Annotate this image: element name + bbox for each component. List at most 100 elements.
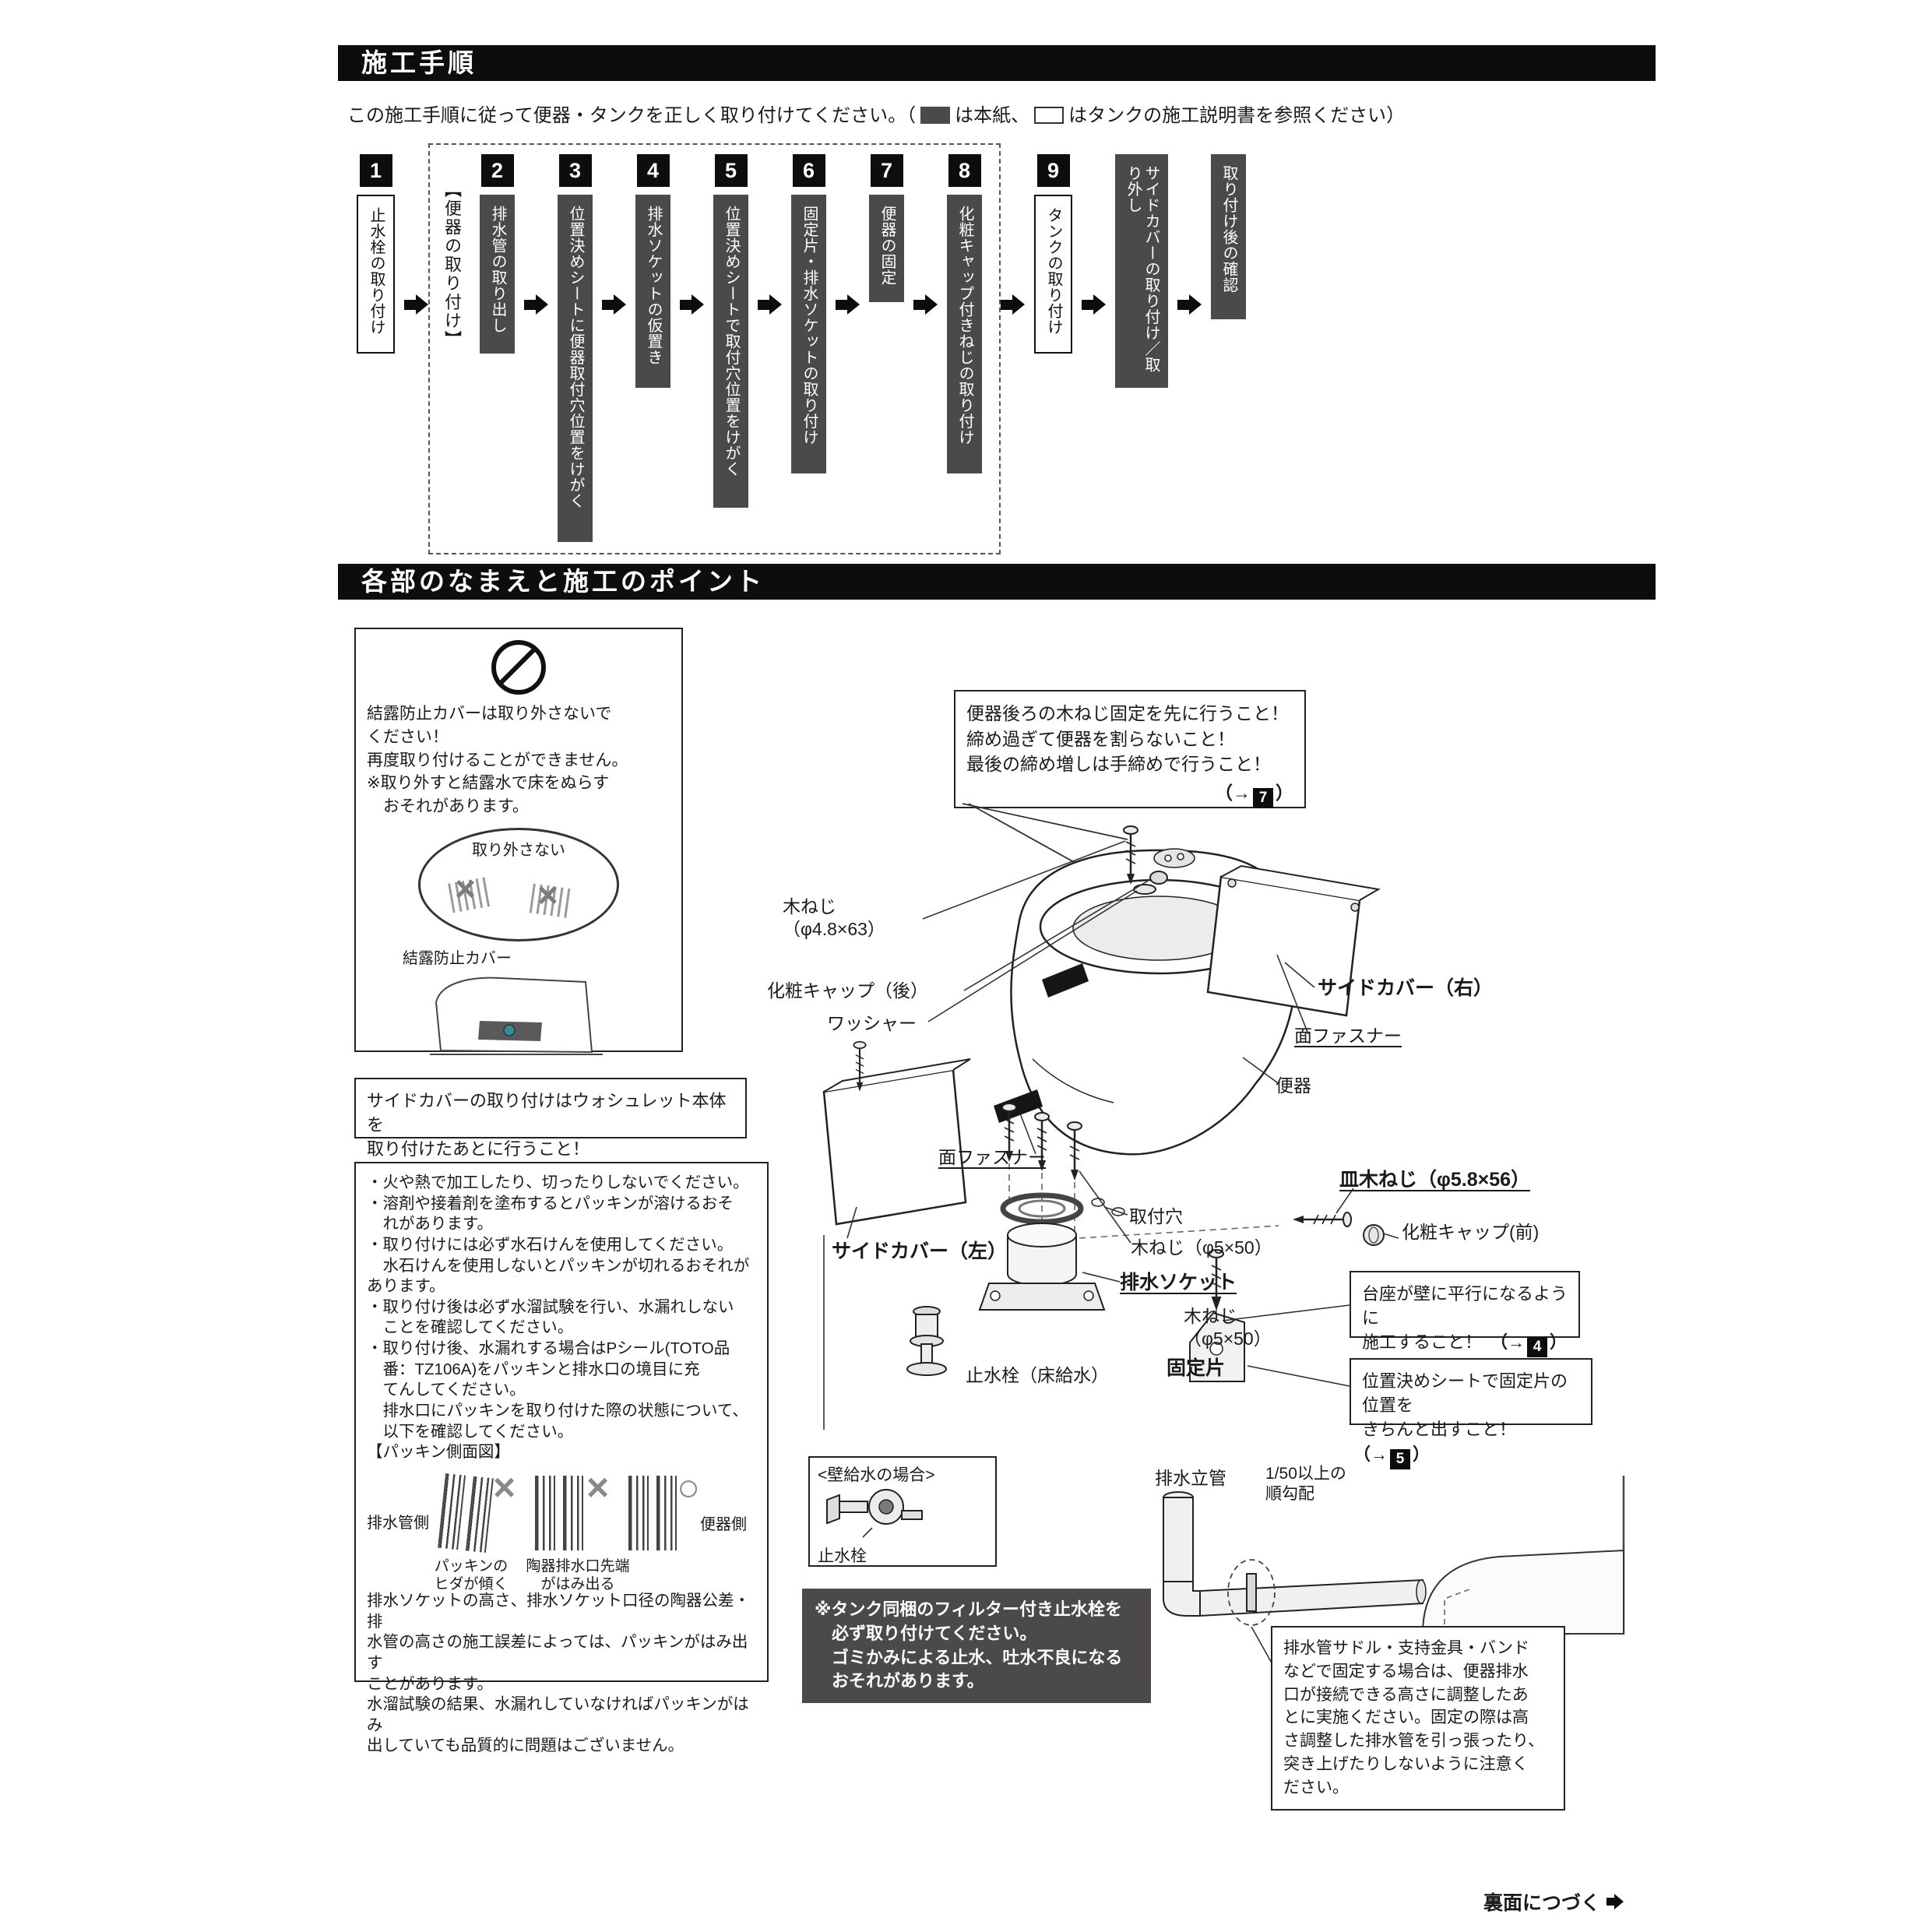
label-wood-screw-rear: 木ねじ （φ4.8×63）: [783, 896, 885, 939]
seat-position-callout: 位置決めシートで固定片の位置を きちんと出すこと！ （→5）: [1350, 1358, 1592, 1469]
step-ref-number: 4: [1527, 1337, 1548, 1358]
step-number: 3: [558, 154, 592, 187]
precautions-tail: 排水ソケットの高さ、排水ソケット口径の陶器公差・排 水管の高さの施工誤差によって…: [367, 1591, 750, 1755]
packing-caption-2: 陶器排水口先端 がはみ出る: [526, 1557, 630, 1592]
label-leader-lines: [823, 840, 1399, 1430]
step-label: 固定片・排水ソケットの取り付け: [791, 195, 826, 473]
paren-open: （: [1499, 1332, 1508, 1353]
paren-close: ）: [1413, 1444, 1431, 1464]
label-cap-front: 化粧キャップ(前): [1402, 1222, 1540, 1242]
paren-close: ）: [1276, 782, 1293, 803]
legend-dark-swatch: [920, 107, 951, 124]
drain-pipe-illustration: [1163, 1476, 1625, 1666]
flow-step-extra-9: サイドカバーの取り付け／取り外し: [1115, 154, 1168, 388]
step-label: タンクの取り付け: [1034, 195, 1072, 354]
side-cover-note-box: サイドカバーの取り付けはウォシュレット本体を 取り付けたあとに行うこと！: [354, 1078, 747, 1159]
seat-position-text: 位置決めシートで固定片の位置を きちんと出すこと！: [1362, 1371, 1568, 1440]
precautions-box: ・火や熱で加工したり、切ったりしないでください。 ・溶剤や接着剤を塗布するとパッ…: [354, 1162, 769, 1754]
step-number: 4: [636, 154, 670, 187]
flow-step-4: 4 排水ソケットの仮置き: [635, 154, 670, 388]
intro-mid: は本紙、: [955, 105, 1030, 126]
label-flat-screw: 皿木ねじ（φ5.8×56）: [1339, 1169, 1531, 1191]
arrow-right-icon: →: [1371, 1444, 1388, 1464]
toilet-base-sketch: [430, 977, 603, 1056]
ng-mark-icon: ×: [493, 1465, 516, 1509]
flow-arrow-icon: [836, 294, 860, 315]
intro-line: この施工手順に従って便器・タンクを正しく取り付けてください。（ は本紙、 はタンクの…: [347, 100, 1405, 127]
flow-step-9: 9 タンクの取り付け: [1034, 154, 1072, 354]
do-not-remove-label: 取り外さない: [472, 842, 565, 860]
wall-supply-box: <壁給水の場合> 止水栓: [808, 1456, 997, 1567]
step-label: 止水栓の取り付け: [357, 195, 395, 354]
step-number: 8: [948, 154, 981, 187]
step-number: 5: [714, 154, 748, 187]
do-not-remove-illustration: 取り外さない × ×: [418, 828, 619, 942]
condensation-text: 結露防止カバーは取り外さないで ください！ 再度取り付けることができません。 ※…: [367, 705, 628, 816]
packing-sketch-3: [628, 1475, 677, 1550]
rear-screw-group: [1122, 825, 1168, 895]
section2-title: 各部のなまえと施工のポイント: [361, 567, 765, 596]
intro-post: はタンクの施工説明書を参照ください）: [1068, 105, 1406, 126]
paren-open: （: [1362, 1444, 1371, 1464]
flow-arrow-icon: [1001, 294, 1025, 315]
label-stop-valve-floor: 止水栓（床給水）: [966, 1365, 1109, 1385]
label-standpipe: 排水立管: [1155, 1468, 1226, 1488]
packing-figure-title: 【パッキン側面図】: [367, 1443, 510, 1462]
flow-step-5: 5 位置決めシートで取付穴位置をけがく: [713, 154, 748, 508]
pedestal-callout-text: 台座が壁に平行になるように 施工すること！: [1362, 1284, 1568, 1353]
pipe-fixing-note: 排水管サドル・支持金具・バンド などで固定する場合は、便器排水 口が接続できる高…: [1271, 1626, 1565, 1811]
label-fastener-left: 面ファスナー: [938, 1147, 1046, 1167]
step-number: 6: [792, 154, 825, 187]
packing-caption-1: パッキンの ヒダが傾く: [434, 1557, 509, 1592]
packing-figure: 排水管側 × × ○ 便器側 パッキンの ヒダが傾く 陶器排水口先端 がはみ出る: [367, 1465, 756, 1592]
intro-pre: この施工手順に従って便器・タンクを正しく取り付けてください。（: [347, 105, 917, 126]
wall-stop-valve-label: 止水栓: [818, 1547, 867, 1566]
flow-step-6: 6 固定片・排水ソケットの取り付け: [791, 154, 826, 473]
label-drain-socket: 排水ソケット: [1120, 1272, 1237, 1293]
flow-arrow-icon: [404, 294, 428, 315]
screw-order-ref: （→7）: [966, 780, 1293, 808]
label-cap-rear: 化粧キャップ（後）: [767, 980, 928, 1001]
label-toilet-side: 便器側: [700, 1515, 747, 1533]
prohibited-icon: [491, 640, 546, 695]
step-number: 2: [480, 154, 514, 187]
section1-title: 施工手順: [361, 48, 477, 77]
label-wood-screw-mid: 木ねじ（φ5×50）: [1131, 1237, 1272, 1258]
wall-supply-title: <壁給水の場合>: [818, 1466, 935, 1484]
label-fastener-right: 面ファスナー: [1294, 1026, 1402, 1046]
side-cover-left-shape: [822, 1058, 971, 1226]
flow-arrow-icon: [1082, 294, 1106, 315]
ng-mark-icon: ×: [586, 1465, 610, 1509]
label-wood-screw-fix: 木ねじ （φ5×50）: [1184, 1306, 1272, 1349]
arrow-right-icon: [1606, 1894, 1624, 1909]
step-label: 排水ソケットの仮置き: [635, 195, 670, 388]
step-number: 9: [1036, 154, 1070, 187]
section2-header: 各部のなまえと施工のポイント: [338, 564, 1656, 600]
flow-arrow-icon: [1177, 294, 1202, 315]
drain-socket-shape: [978, 1192, 1106, 1311]
legend-light-swatch: [1034, 107, 1065, 124]
step-label: 取り付け後の確認: [1211, 154, 1246, 319]
step-label: 便器の固定: [869, 195, 904, 302]
label-side-cover-left: サイドカバー（左）: [832, 1240, 1008, 1262]
side-cover-right-shape: [1206, 864, 1381, 1017]
label-washer: ワッシャー: [827, 1013, 917, 1033]
label-toilet: 便器: [1276, 1075, 1311, 1096]
toilet-parts-illustration: [822, 803, 1399, 1430]
side-cover-note-text: サイドカバーの取り付けはウォシュレット本体を 取り付けたあとに行うこと！: [367, 1091, 727, 1160]
paren-open: （: [1215, 782, 1233, 803]
x-mark-icon: ×: [455, 868, 476, 910]
label-slope: 1/50以上の 順勾配: [1265, 1465, 1346, 1504]
flow-arrow-icon: [758, 294, 782, 315]
flat-screw-shape: [1291, 1211, 1385, 1246]
step-label: 位置決めシートで取付穴位置をけがく: [713, 195, 748, 508]
flow-arrow-icon: [913, 294, 938, 315]
step-label: サイドカバーの取り付け／取り外し: [1115, 154, 1168, 388]
condensation-cover-label: 結露防止カバー: [403, 950, 512, 968]
